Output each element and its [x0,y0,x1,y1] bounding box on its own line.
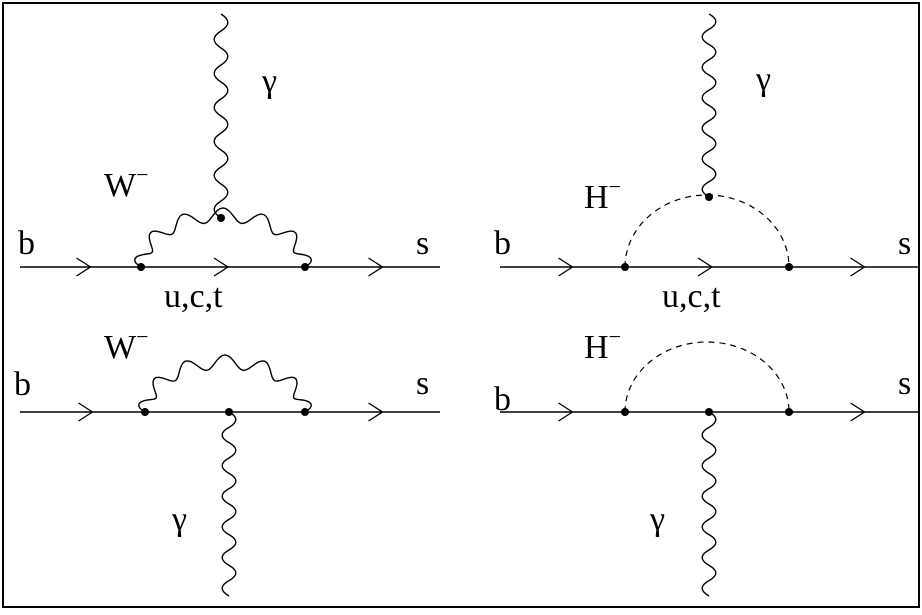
diagram-top-left: b s W− γ u,c,t [18,63,429,315]
vertex-right [785,263,793,271]
diagram-top-right: b s H− γ u,c,t [494,61,911,315]
arrow-incoming [76,257,92,277]
photon-label: γ [171,501,187,538]
incoming-quark-label: b [494,225,511,262]
photon-label: γ [755,61,771,98]
outgoing-quark-label: s [416,225,429,262]
boson-label: W− [104,324,149,366]
vertex-photon [225,408,233,416]
vertex-photon [705,193,713,201]
arrow-outgoing [368,257,384,277]
arrow-incoming [558,257,574,277]
arrow-outgoing [850,257,866,277]
loop-quark-label: u,c,t [164,278,223,315]
boson-loop-dashed [624,341,790,413]
vertex-photon [217,214,225,222]
arrow-internal [697,257,714,277]
loop-quark-label: u,c,t [662,278,721,315]
arrow-outgoing [368,402,384,422]
vertex-left [141,408,149,416]
vertex-right [301,263,309,271]
arrow-internal [213,257,230,277]
boson-label: H− [584,324,621,366]
arrow-incoming [558,402,574,422]
arrow-incoming [78,402,94,422]
photon-line [701,13,717,198]
photon-label: γ [261,63,277,100]
incoming-quark-label: b [18,225,35,262]
photon-line [701,411,717,597]
boson-loop-dashed [624,194,790,268]
vertex-right [301,408,309,416]
diagram-bottom-right: b s H− γ [494,324,911,538]
outgoing-quark-label: s [898,225,911,262]
photon-label: γ [649,501,665,538]
boson-label: W− [104,162,149,204]
vertex-left [137,263,145,271]
boson-loop-wavy [137,354,313,413]
photon-line [213,13,229,219]
arrow-outgoing [850,402,866,422]
vertex-photon [705,408,713,416]
boson-label: H− [584,174,621,216]
vertex-right [785,408,793,416]
outgoing-quark-label: s [416,365,429,402]
incoming-quark-label: b [494,381,511,418]
vertex-left [621,408,629,416]
vertex-left [621,263,629,271]
incoming-quark-label: b [14,366,31,403]
outgoing-quark-label: s [898,365,911,402]
diagram-lines [20,13,920,597]
boson-loop-wavy [133,207,313,268]
diagram-bottom-left: b s W− γ [14,324,429,538]
photon-line [221,411,237,597]
